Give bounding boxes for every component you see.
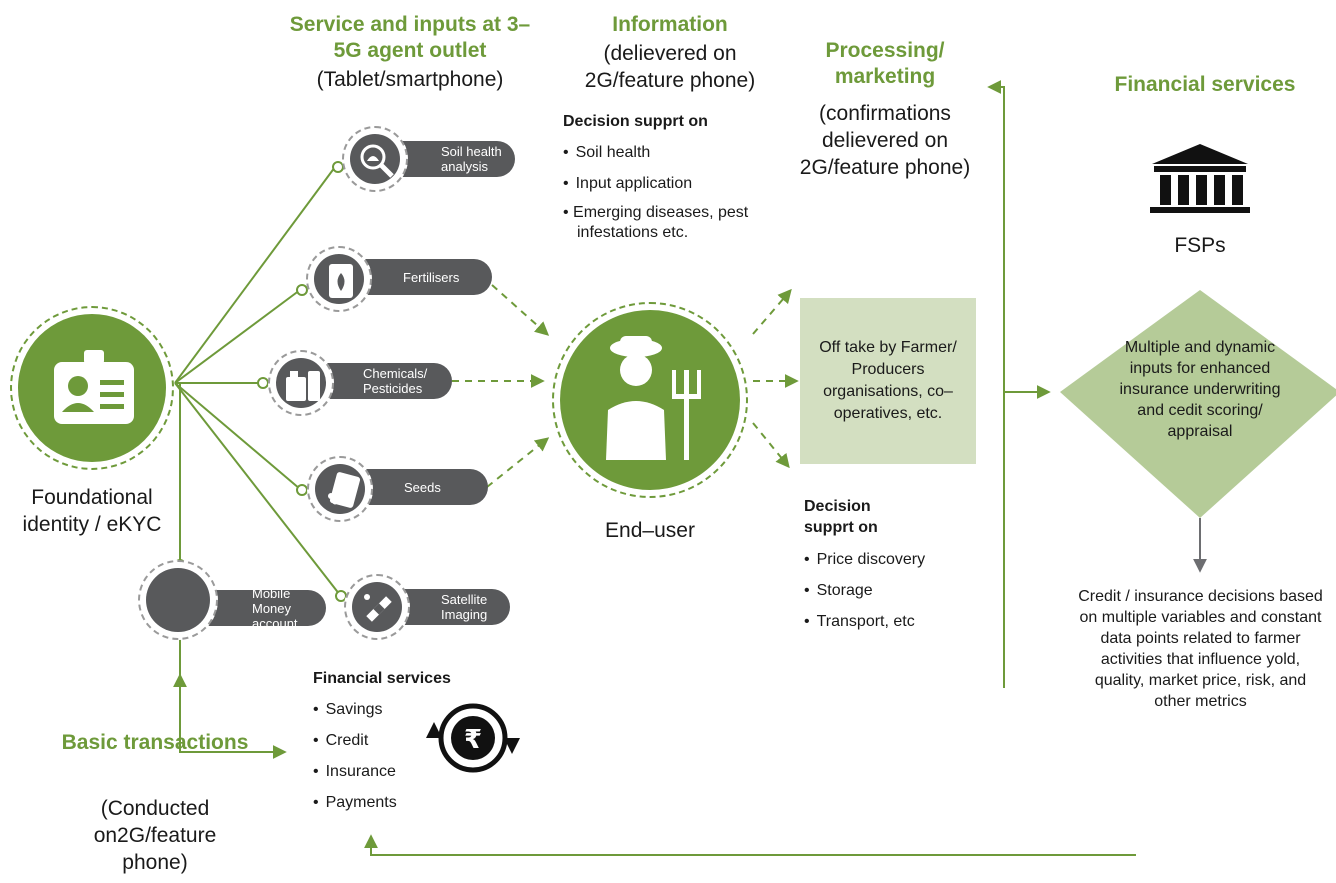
market-support-item: Transport, etc [804, 606, 984, 637]
basic-transactions-subtitle: (Conducted on2G/feature phone) [93, 797, 217, 874]
info-support-heading: Decision supprt on [563, 113, 708, 130]
service-satellite-label: Satellite Imaging [441, 592, 488, 622]
mobile-money-ring [138, 560, 218, 640]
financial-services-heading: Financial services [313, 670, 451, 687]
processing-subtitle: (confirmations delievered on 2G/feature … [799, 102, 971, 179]
agent-outlet-subtitle: (Tablet/smartphone) [316, 68, 504, 91]
financial-services-title: Financial services [1114, 73, 1296, 96]
identity-label: Foundational identity / eKYC [22, 486, 162, 536]
processing-title: Processing/ marketing [825, 39, 945, 88]
market-support-item: Storage [804, 575, 984, 606]
market-support-item: Price discovery [804, 544, 984, 575]
service-fertilisers-label: Fertilisers [403, 269, 460, 285]
agent-outlet-title: Service and inputs at 3–5G agent outlet [289, 13, 531, 62]
seed-packet-icon [307, 456, 373, 522]
offtake-text: Off take by Farmer/ Producers organisati… [819, 339, 957, 422]
pesticide-icon [268, 350, 334, 416]
information-subtitle: (delievered on 2G/feature phone) [584, 42, 756, 92]
satellite-icon [344, 574, 410, 640]
basic-transactions-title: Basic transactions [61, 731, 249, 754]
financial-service-item: Payments [313, 787, 493, 818]
credit-decisions-text: Credit / insurance decisions based on mu… [1078, 588, 1323, 710]
info-support-item: Soil health [563, 137, 783, 168]
fsps-label: FSPs [1174, 234, 1226, 257]
insurance-diamond [1060, 290, 1336, 518]
identity-ring [10, 306, 174, 470]
diamond-text: Multiple and dynamic inputs for enhanced… [1119, 339, 1281, 440]
financial-service-item: Insurance [313, 756, 493, 787]
service-chemicals-label: Chemicals/ Pesticides [363, 366, 428, 396]
id-card-icon [54, 350, 134, 424]
service-seeds-label: Seeds [404, 479, 441, 495]
financial-service-item: Credit [313, 725, 493, 756]
fertiliser-bag-icon [306, 246, 372, 312]
identity-spokes [174, 166, 341, 596]
mobile-money-label: Mobile Money account [252, 585, 298, 631]
financial-service-item: Savings [313, 694, 493, 725]
bank-icon [1150, 144, 1250, 213]
information-title: Information [612, 13, 728, 36]
info-support-item: Input application [563, 168, 783, 199]
service-soil-health-label: Soil health analysis [441, 144, 502, 174]
market-support-heading: Decision supprt on [804, 498, 878, 536]
end-user-label: End–user [605, 519, 695, 542]
soil-test-icon [342, 126, 408, 192]
end-user-ring [552, 302, 748, 498]
farmer-icon [606, 336, 701, 460]
info-support-item-3: • Emerging diseases, pest infestations e… [563, 204, 749, 241]
offtake-box: Off take by Farmer/ Producers organisati… [800, 298, 976, 464]
